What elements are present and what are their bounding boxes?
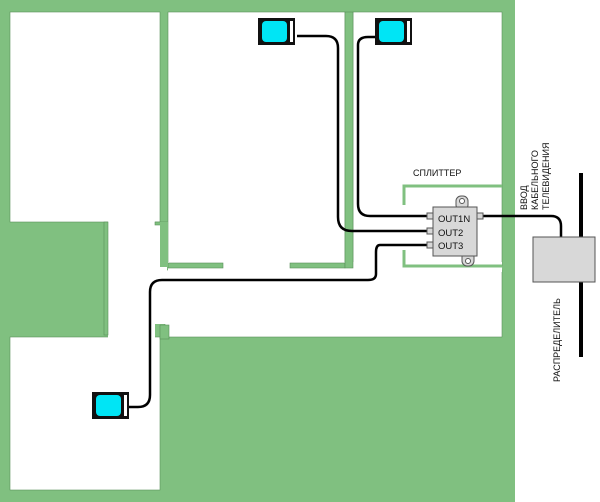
port-out3: OUT3 <box>438 241 463 252</box>
cable-out2 <box>297 34 430 233</box>
input-label-1: ВВОД <box>519 185 529 210</box>
port-out1n: OUT1N <box>438 214 470 225</box>
wall-stub <box>159 324 170 340</box>
wall-stub <box>103 221 109 336</box>
cable-out3 <box>129 243 430 409</box>
wall-stub <box>344 11 354 269</box>
tv-monitor <box>375 18 412 45</box>
left-passage <box>108 220 155 339</box>
port-out2: OUT2 <box>438 228 463 239</box>
splitter-label: СПЛИТТЕР <box>413 168 461 178</box>
cable-out1 <box>356 35 430 218</box>
wall-stub <box>289 262 346 269</box>
distributor-box <box>532 236 596 283</box>
room-left-top <box>9 11 161 223</box>
tv-monitor <box>92 392 129 419</box>
splitter-device: OUT1N OUT2 OUT3 <box>426 195 484 267</box>
input-label-3: ТЕЛЕВИДЕНИЯ <box>541 143 551 210</box>
distributor-label: РАСПРЕДЕЛИТЕЛЬ <box>552 298 562 382</box>
room-left-bottom <box>9 336 161 491</box>
cable-input <box>480 214 563 237</box>
wall-stub <box>167 262 224 269</box>
tv-monitor <box>258 18 295 45</box>
input-label-2: КАБЕЛЬНОГО <box>530 150 540 210</box>
room-middle <box>167 11 346 267</box>
